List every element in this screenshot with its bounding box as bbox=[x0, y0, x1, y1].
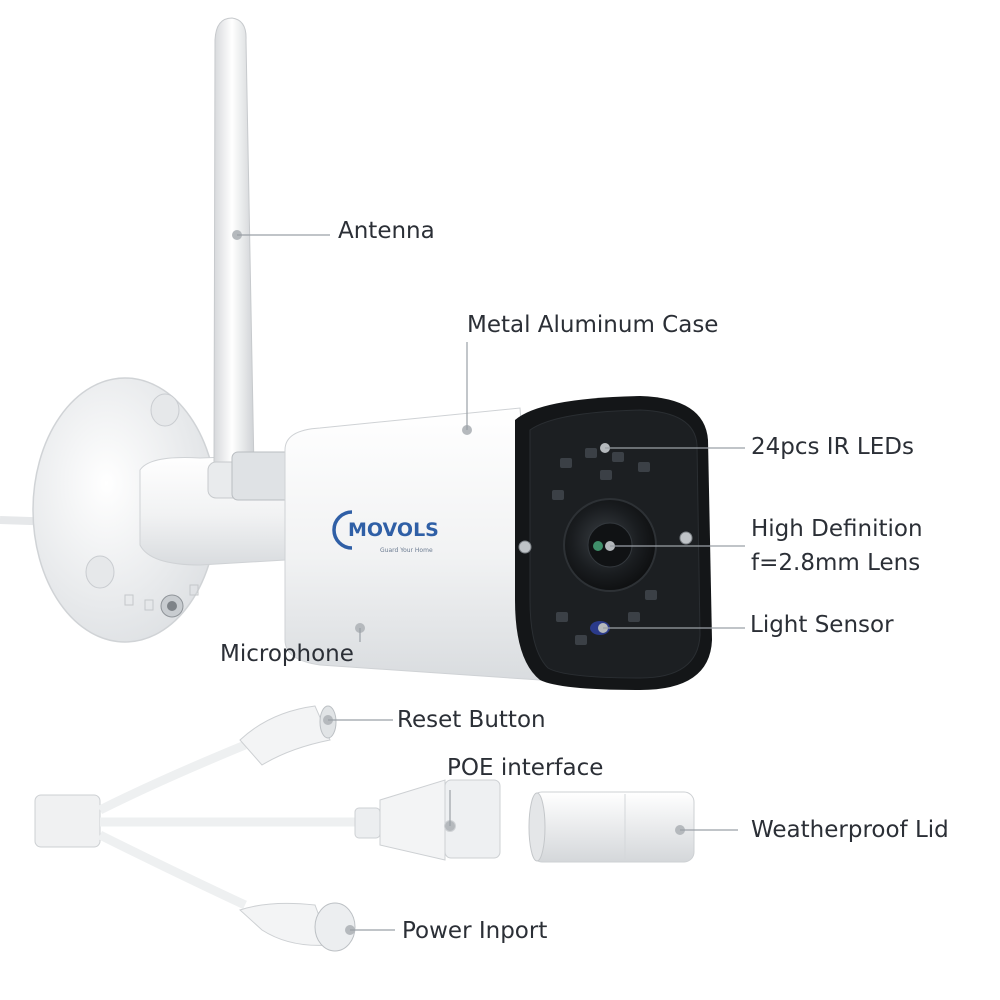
brand-tagline: Guard Your Home bbox=[380, 547, 433, 554]
antenna-part bbox=[207, 17, 293, 501]
cable-assembly bbox=[0, 705, 695, 952]
label-power-inport: Power Inport bbox=[402, 918, 548, 944]
label-lens-line1: High Definition bbox=[751, 516, 923, 542]
wall-mount bbox=[32, 377, 218, 643]
callout-leaders bbox=[232, 230, 745, 935]
brand-logo: MOVOLS Guard Your Home bbox=[332, 510, 439, 554]
label-metal-aluminum-case: Metal Aluminum Case bbox=[467, 312, 719, 338]
label-antenna: Antenna bbox=[338, 218, 435, 244]
label-microphone: Microphone bbox=[220, 641, 354, 667]
label-light-sensor: Light Sensor bbox=[750, 612, 894, 638]
label-lens-line2: f=2.8mm Lens bbox=[751, 550, 921, 576]
label-ir-leds: 24pcs IR LEDs bbox=[751, 434, 914, 460]
label-weatherproof-lid: Weatherproof Lid bbox=[751, 817, 949, 843]
label-reset-button: Reset Button bbox=[397, 707, 546, 733]
label-poe-interface: POE interface bbox=[447, 755, 604, 781]
brand-logo-text: MOVOLS bbox=[348, 519, 439, 541]
